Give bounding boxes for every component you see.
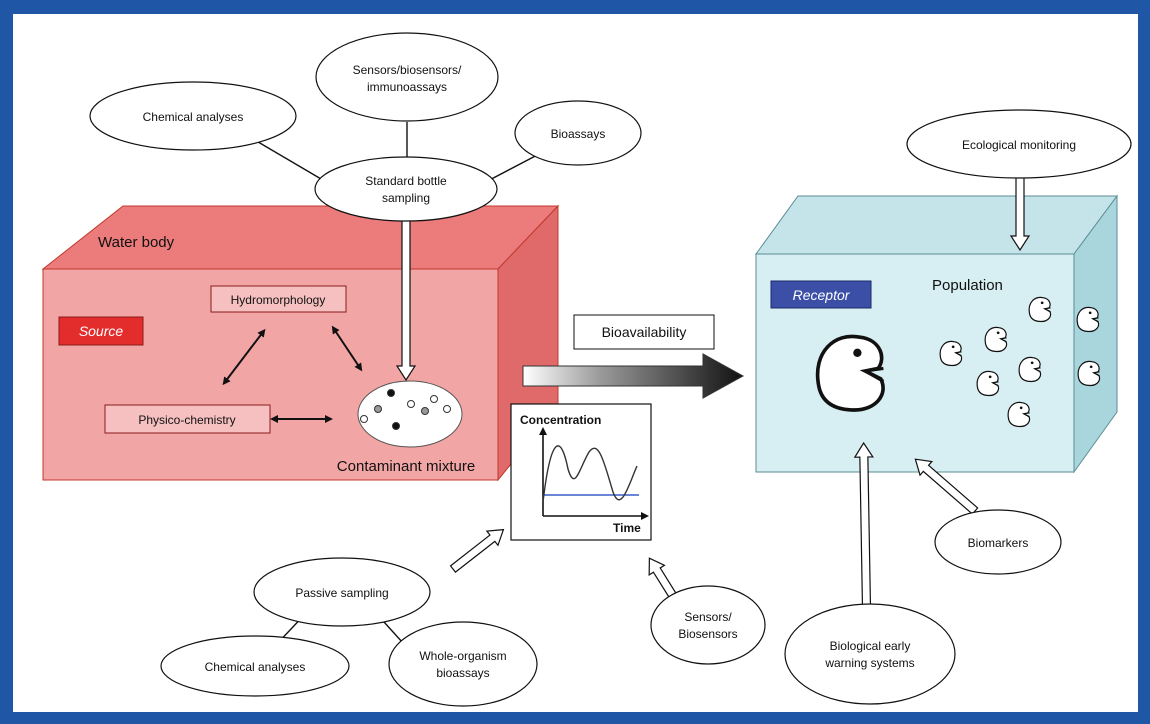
bioavailability-label: Bioavailability [602,324,687,340]
receptor-label-box [770,280,872,309]
chemical-analyses-top-label: Chemical analyses [143,110,244,124]
sensors-bottom-label-1: Sensors/ [684,610,732,624]
bioavailability-arrow [522,353,745,399]
bioassays-label: Bioassays [551,127,606,141]
interaction-arrows [222,325,363,423]
graph-xlabel: Time [613,521,641,535]
hydromorphology-label: Hydromorphology [231,293,326,307]
biomarkers-label: Biomarkers [968,536,1029,550]
ellipse-chemical-analyses-bottom: Chemical analyses [160,635,350,697]
diagram-canvas: Water body Source Hydromorphology Physic… [13,14,1138,712]
diagram-svg: Water body Source Hydromorphology Physic… [41,32,1132,707]
contaminant-ellipse [357,380,463,448]
receptor-label: Receptor [793,287,851,303]
ellipse-passive-sampling: Passive sampling [253,557,431,627]
fish-head-icon [939,340,963,367]
ellipse-sensors-bottom: Sensors/ Biosensors [650,585,766,665]
sensors-bottom-label-2: Biosensors [678,627,737,641]
receptor-top [755,195,1118,255]
receptor-box [755,194,1118,474]
graph-ylabel: Concentration [520,413,601,427]
ellipse-sensors-top: Sensors/biosensors/ immunoassays [315,32,499,122]
fish-head-icon [815,334,886,412]
physico-chemistry-label: Physico-chemistry [138,413,235,427]
hydromorphology-box [210,285,347,313]
fish-head-icon [1028,296,1052,323]
bioavailability-box [573,314,715,350]
standard-bottle-label-2: sampling [382,191,430,205]
biomarkers-arrow [914,458,979,515]
concentration-curve [542,445,638,503]
concentration-graph: Concentration Time [510,403,652,541]
ellipse-whole-organism: Whole-organism bioassays [388,621,538,707]
source-box [58,316,144,346]
whole-organism-label-1: Whole-organism [419,649,506,663]
sensors-top-label-2: immunoassays [367,80,447,94]
fish-head-icon [1018,356,1042,383]
bottle-to-mixture-arrow [395,209,417,382]
fish-head-icon [1007,401,1031,428]
fish-head-icon [1076,306,1100,333]
biological-early-label-1: Biological early [830,639,911,653]
water-body-title: Water body [98,234,175,251]
passive-to-graph-arrow [449,528,505,573]
ecological-monitoring-label: Ecological monitoring [962,138,1076,152]
chemical-analyses-bottom-label: Chemical analyses [205,660,306,674]
ellipse-biomarkers: Biomarkers [934,509,1062,575]
passive-sampling-label: Passive sampling [295,586,388,600]
contaminant-particles [360,389,451,430]
sensors-top-label-1: Sensors/biosensors/ [353,63,462,77]
contaminant-mixture-label: Contaminant mixture [337,458,475,475]
ecological-arrow [1009,173,1031,252]
ellipse-ecological-monitoring: Ecological monitoring [906,109,1132,179]
standard-bottle-label-1: Standard bottle [365,174,447,188]
population-label: Population [932,277,1003,294]
ellipse-chemical-analyses-top: Chemical analyses [89,81,297,151]
whole-organism-label-2: bioassays [436,666,489,680]
source-label: Source [79,323,124,339]
fish-head-icon [984,326,1008,353]
fish-head-icon [976,370,1000,397]
ellipse-standard-bottle: Standard bottle sampling [314,156,498,222]
fish-head-icon [1077,360,1101,387]
ellipse-biological-early: Biological early warning systems [784,603,956,705]
biological-early-label-2: warning systems [824,656,914,670]
ellipse-bioassays: Bioassays [514,100,642,166]
